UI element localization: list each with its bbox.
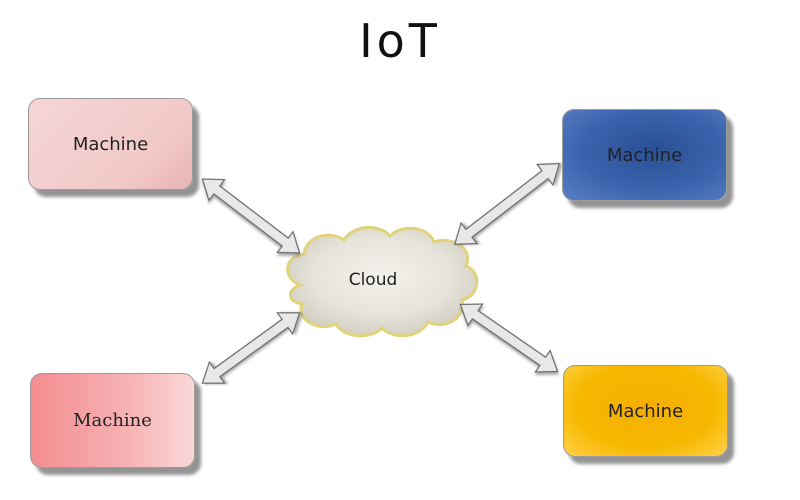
diagram-title: IoT [359,14,441,68]
cloud-label: Cloud [348,270,398,290]
machine-box-top-left: Machine [28,98,193,190]
cloud-shape [286,226,479,338]
machine-box-top-right: Machine [562,109,727,201]
machine-label: Machine [607,400,684,422]
arrow-bottom-left [201,312,301,384]
machine-box-bottom-left: Machine [30,373,195,468]
machine-label: Machine [72,133,149,155]
machine-box-bottom-right: Machine [563,365,728,457]
machine-label: Machine [73,410,152,431]
arrow-bottom-right [459,303,559,373]
arrow-top-right [453,163,561,245]
arrow-top-left [201,178,301,254]
machine-label: Machine [606,144,683,166]
